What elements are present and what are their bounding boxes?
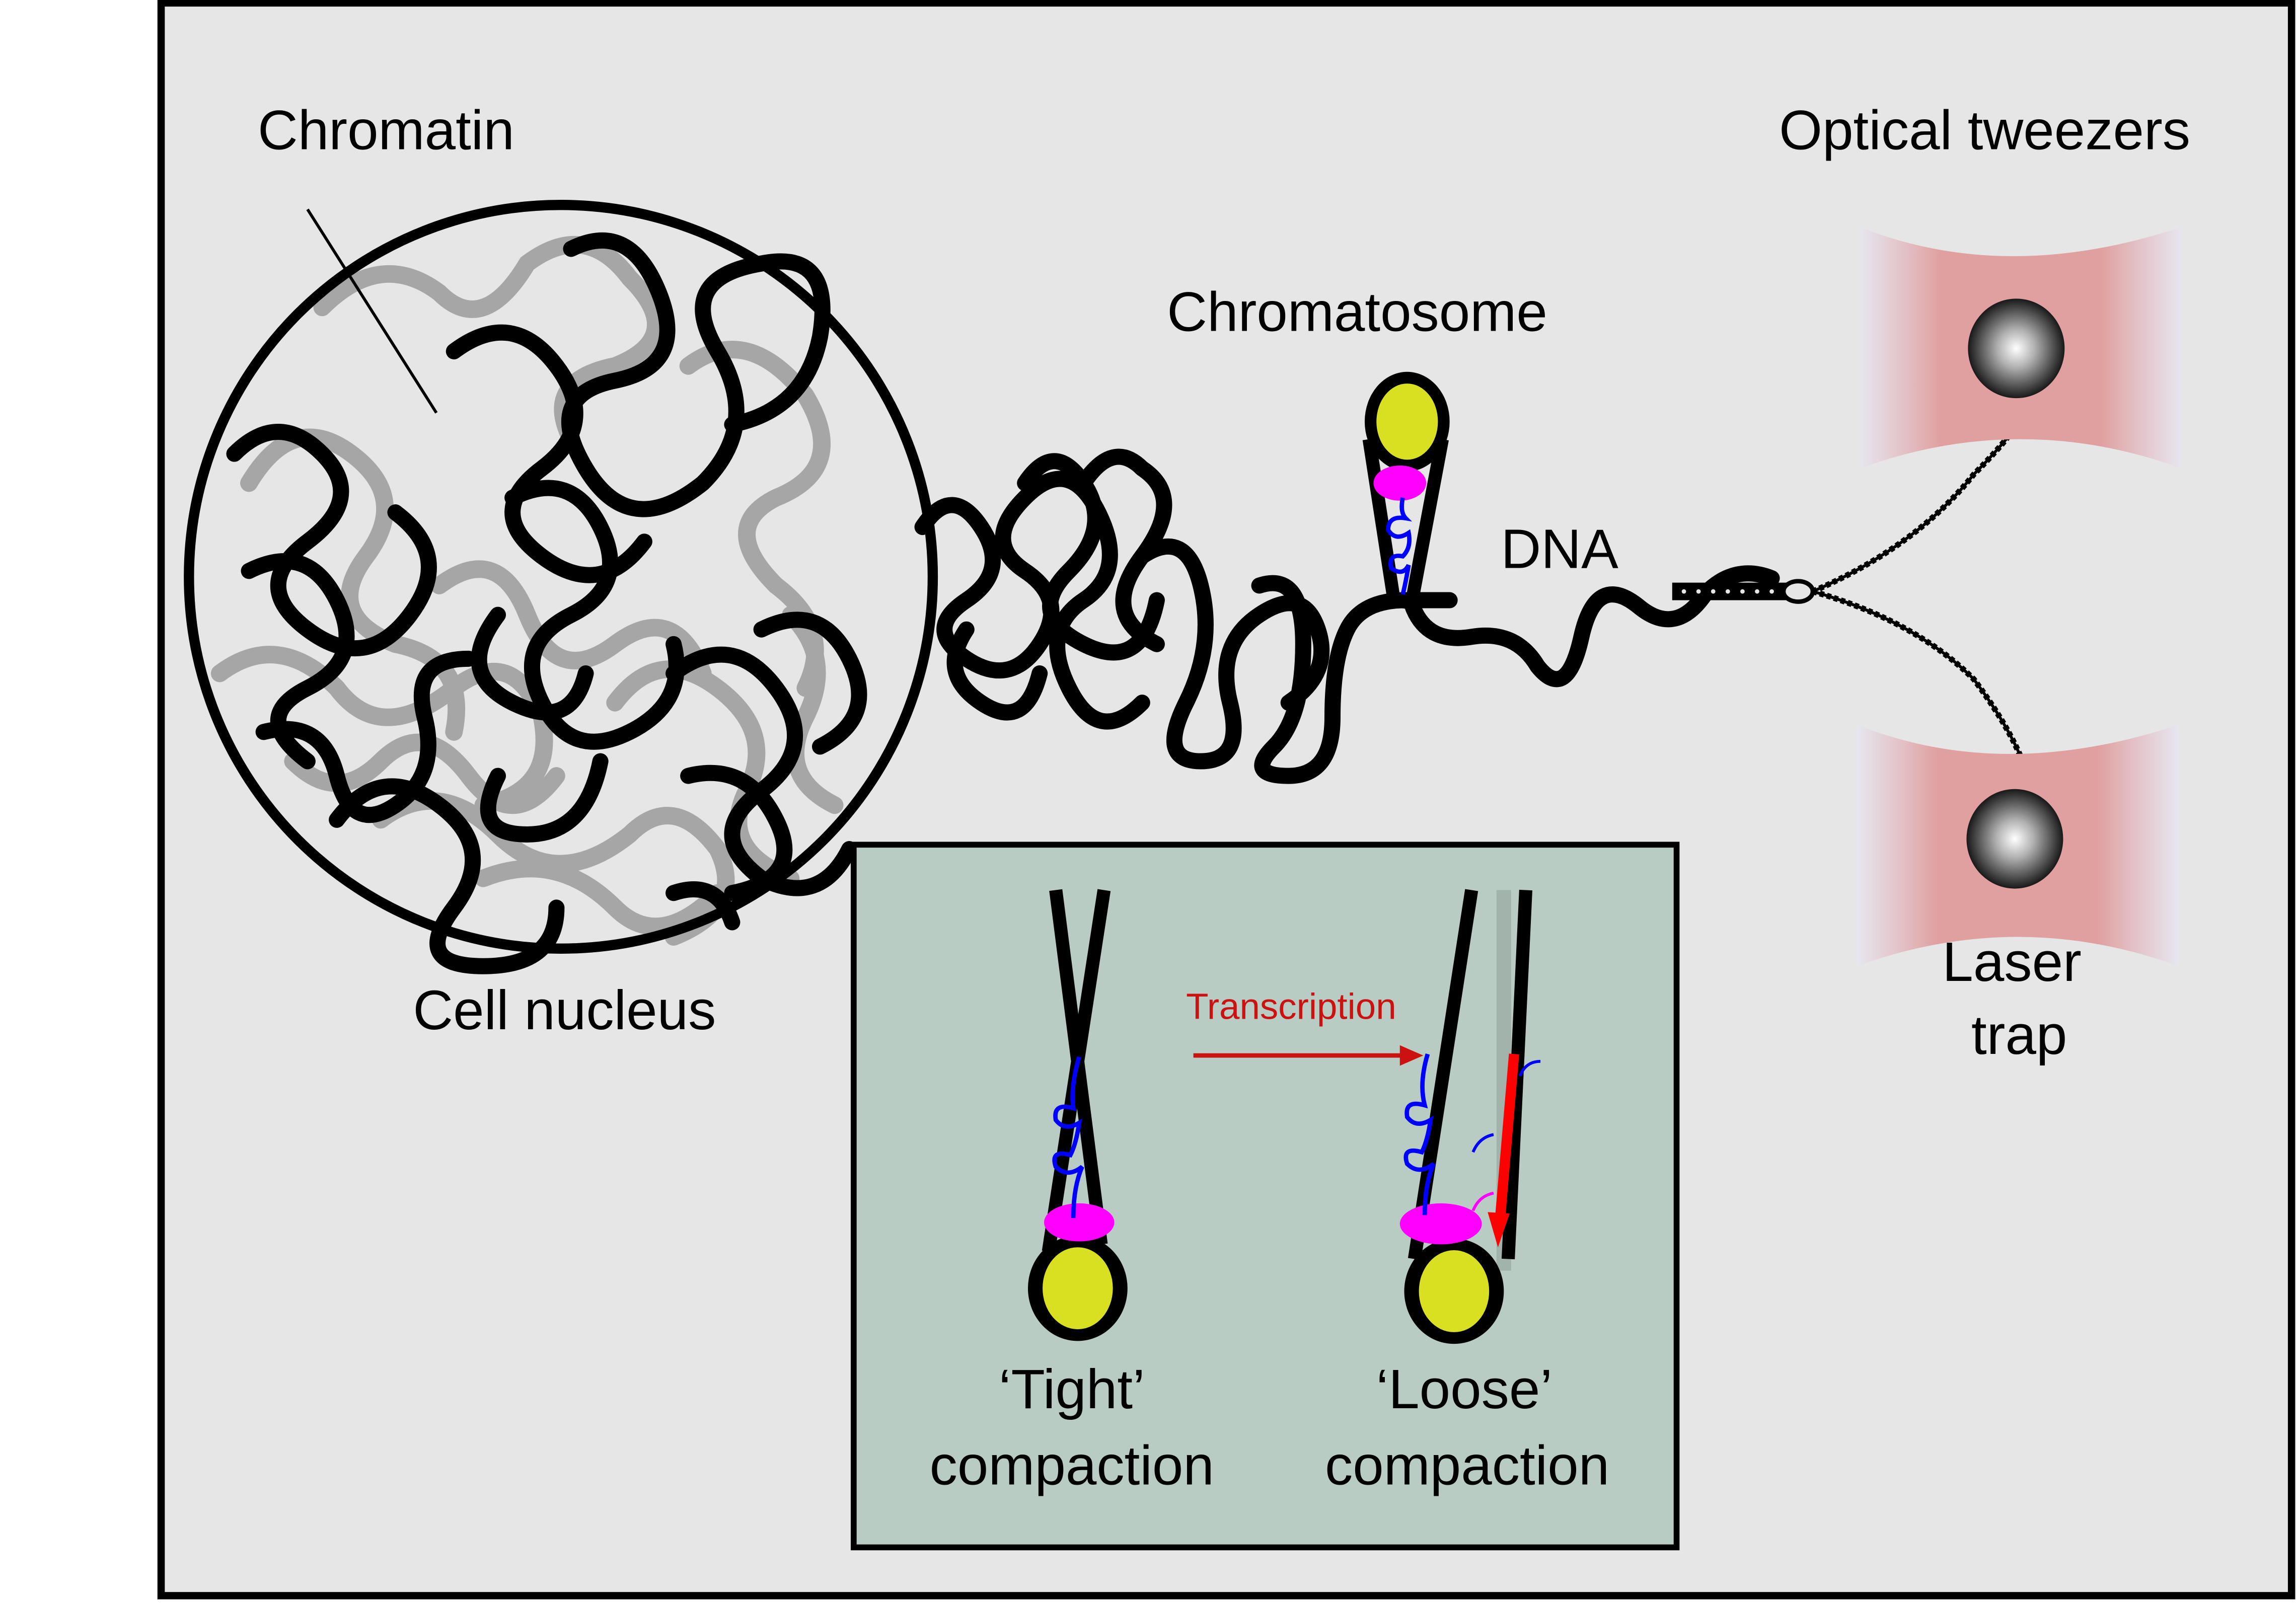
histone-tails-loose [1403, 1053, 1436, 1215]
loose-label-line1: ‘Loose’ [1376, 1358, 1552, 1420]
compaction-inset: Transcription ‘Tight’ compaction ‘Loose’… [851, 842, 1680, 1551]
loose-label-line2: compaction [1325, 1434, 1609, 1496]
cell-nucleus-label: Cell nucleus [413, 979, 716, 1041]
linker-histone [1373, 465, 1427, 501]
dna-label: DNA [1501, 518, 1618, 580]
histone-core-loose [1419, 1250, 1490, 1332]
tail-release-arrow-2 [1471, 1133, 1494, 1153]
loose-compaction-chromatosome [1399, 889, 1541, 1344]
tight-label-line2: compaction [930, 1434, 1214, 1496]
chromatin-pointer-line [306, 208, 438, 414]
dna-double-strand-segment [1672, 579, 1815, 604]
optical-tweezers-label: Optical tweezers [1779, 100, 2190, 162]
chromatosome [1362, 371, 1450, 611]
laser-trap-label-line2: trap [1971, 1004, 2067, 1066]
transcription-label: Transcription [1186, 986, 1396, 1027]
laser-trap-bottom [1857, 724, 2179, 966]
histone-tails [1386, 497, 1413, 595]
chromatin-fiber-extrusion [914, 448, 1458, 784]
force-arrow [1494, 1053, 1519, 1228]
laser-trap-label-line1: Laser [1942, 931, 2081, 993]
tail-release-arrow-1 [1518, 1059, 1541, 1077]
histone-tails-tight [1052, 1056, 1084, 1218]
chromatin-label: Chromatin [258, 100, 514, 162]
force-arrowhead [1488, 1212, 1510, 1248]
histone-core [1376, 384, 1438, 460]
linker-histone-loose [1399, 1203, 1482, 1245]
chromatosome-label: Chromatosome [1167, 281, 1547, 343]
tight-compaction-chromatosome [1027, 889, 1128, 1341]
cell-nucleus [184, 200, 938, 974]
nucleus-membrane [184, 200, 938, 954]
trapped-bead-bottom [1966, 789, 2063, 889]
histone-core-tight [1043, 1247, 1113, 1330]
trapped-bead-top [1968, 298, 2065, 399]
linker-release-arrow [1471, 1191, 1494, 1211]
transcription-arrowhead [1399, 1045, 1424, 1066]
laser-trap-top [1860, 226, 2182, 469]
tight-label-line1: ‘Tight’ [999, 1358, 1145, 1420]
linker-histone-tight [1044, 1203, 1115, 1242]
